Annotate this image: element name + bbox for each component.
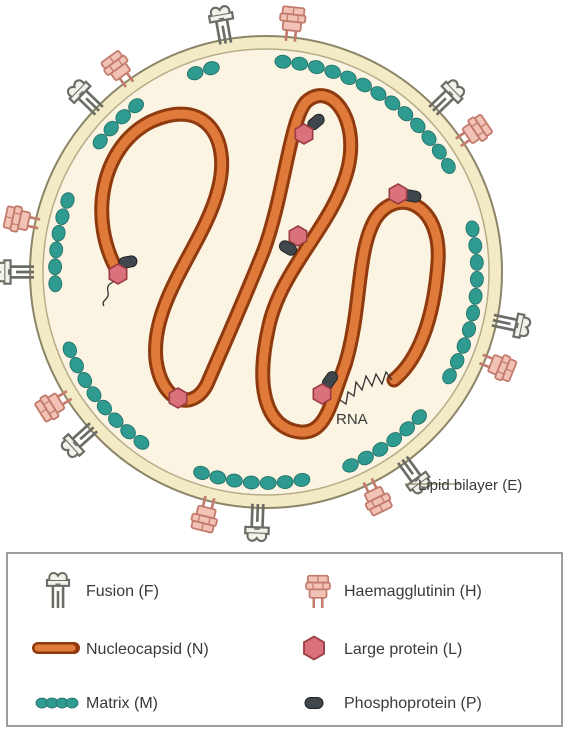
large-protein-icon <box>289 226 306 246</box>
phosphoprotein-icon <box>305 698 323 709</box>
matrix-bead <box>66 698 78 708</box>
large-protein-icon <box>389 184 406 204</box>
lipid-bilayer-label: Lipid bilayer (E) <box>418 477 522 494</box>
rna-label: RNA <box>336 411 368 428</box>
large-protein-icon <box>313 384 330 404</box>
svg-text:Matrix (M): Matrix (M) <box>86 695 158 712</box>
fusion-icon <box>245 503 270 541</box>
matrix-bead <box>470 271 484 287</box>
fusion-icon <box>0 260 34 283</box>
large-protein-icon <box>295 124 312 144</box>
matrix-bead <box>260 476 276 489</box>
large-protein-icon <box>304 637 324 660</box>
matrix-bead <box>470 254 484 271</box>
large-protein-icon <box>109 264 126 284</box>
svg-text:Phosphoprotein (P): Phosphoprotein (P) <box>344 695 482 712</box>
svg-text:Large protein (L): Large protein (L) <box>344 641 462 658</box>
svg-text:Nucleocapsid (N): Nucleocapsid (N) <box>86 641 209 658</box>
svg-text:Fusion (F): Fusion (F) <box>86 583 159 600</box>
svg-text:Haemagglutinin (H): Haemagglutinin (H) <box>344 583 482 600</box>
matrix-bead <box>48 259 61 275</box>
large-protein-icon <box>169 388 186 408</box>
legend: Fusion (F) Haemagglutinin (H) Nucleocaps… <box>7 553 562 726</box>
